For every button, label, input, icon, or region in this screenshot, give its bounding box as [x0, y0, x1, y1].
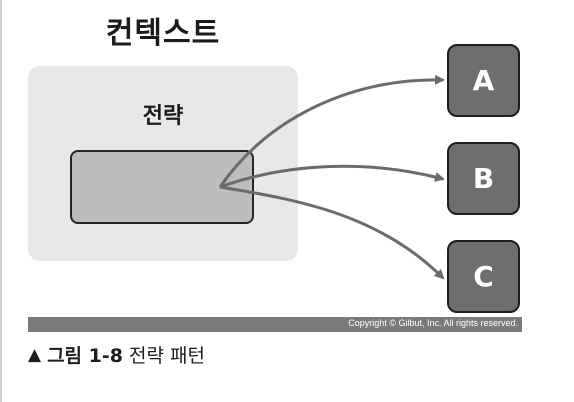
copyright-bar: Copyright © Gilbut, Inc. All rights rese… [28, 317, 522, 332]
target-label-b: B [472, 162, 495, 195]
arrow-to-c [219, 185, 445, 280]
target-box-a: A [447, 44, 520, 117]
left-margin-rule [0, 0, 2, 402]
target-label-a: A [472, 64, 495, 97]
caption-triangle-icon: ▲ [28, 344, 42, 365]
arrow-to-b [219, 164, 445, 189]
arrow-to-a [218, 74, 445, 188]
copyright-text: Copyright © Gilbut, Inc. All rights rese… [348, 318, 518, 328]
strategy-title: 전략 [142, 104, 184, 129]
figure-caption: ▲ 그림 1-8 전략 패턴 [28, 341, 205, 368]
context-title: 컨텍스트 [105, 16, 221, 51]
caption-figure-label: 그림 1-8 [47, 345, 123, 367]
caption-text: 전략 패턴 [128, 345, 205, 367]
target-box-c: C [447, 240, 520, 313]
target-label-c: C [473, 260, 494, 293]
target-box-b: B [447, 142, 520, 215]
context-box: 전략 [28, 66, 298, 261]
